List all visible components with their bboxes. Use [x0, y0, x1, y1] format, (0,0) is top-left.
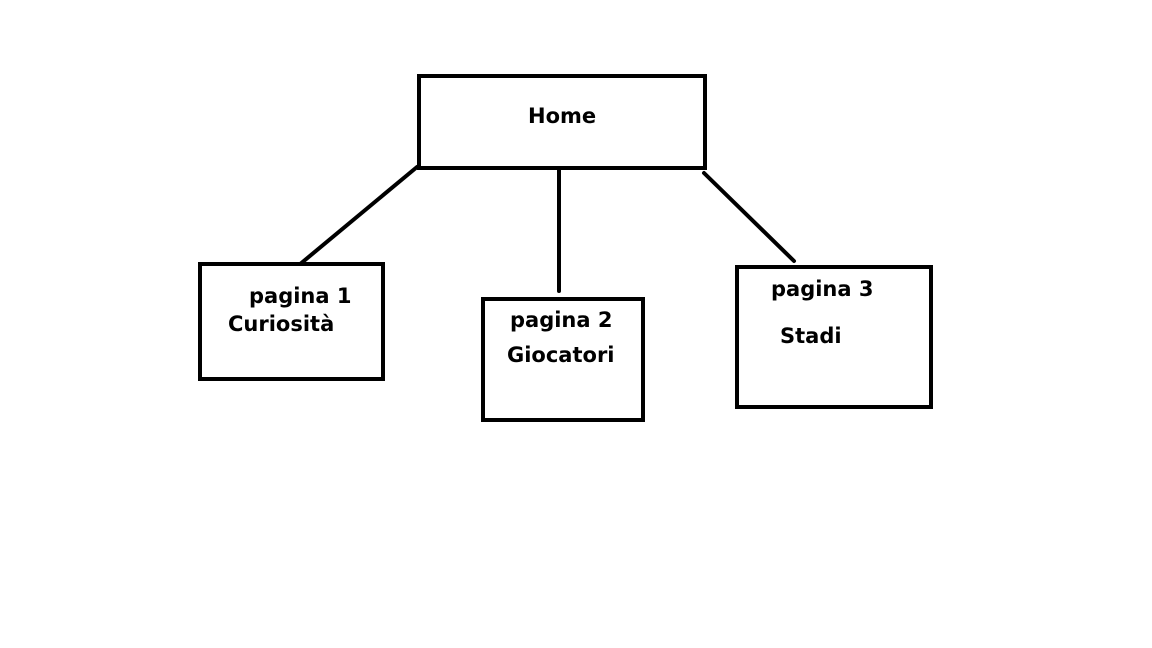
- pagina-3-node: [735, 265, 933, 409]
- connector-home-to-pagina-1: [297, 165, 419, 267]
- pagina-2-title: pagina 2: [510, 308, 613, 332]
- pagina-1-title: pagina 1: [249, 284, 352, 308]
- pagina-1-node: [198, 262, 385, 381]
- pagina-1-subtitle: Curiosità: [228, 312, 335, 336]
- pagina-2-subtitle: Giocatori: [507, 343, 615, 367]
- pagina-3-subtitle: Stadi: [780, 324, 842, 348]
- connector-home-to-pagina-3: [702, 171, 796, 263]
- pagina-3-title: pagina 3: [771, 277, 874, 301]
- home-node: [417, 74, 707, 170]
- home-label: Home: [528, 104, 597, 128]
- pagina-2-node: [481, 297, 645, 422]
